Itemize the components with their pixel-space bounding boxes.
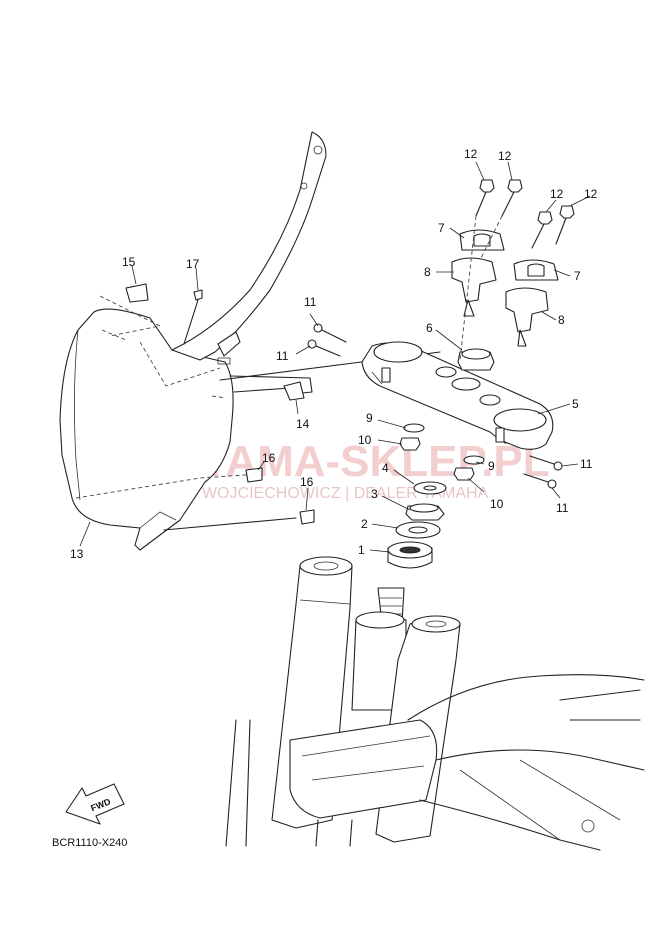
callout-17: 17 <box>186 257 200 271</box>
fork-assembly <box>225 556 645 851</box>
figure-code: BCR1110-X240 <box>52 837 127 849</box>
callout-7b: 7 <box>574 269 581 283</box>
callout-16a: 16 <box>262 451 276 465</box>
callout-1: 1 <box>358 543 365 557</box>
callout-11d: 11 <box>556 501 569 515</box>
callouts: 1 2 3 4 5 6 7 7 8 8 9 9 10 10 11 11 11 1… <box>70 147 598 561</box>
callout-12c: 12 <box>550 187 564 201</box>
steering-stack <box>387 481 447 569</box>
callout-15: 15 <box>122 255 136 269</box>
fwd-arrow-icon: FWD <box>65 783 125 825</box>
callout-2: 2 <box>361 517 368 531</box>
callout-13: 13 <box>70 547 84 561</box>
upper-bracket <box>361 341 554 450</box>
callout-12a: 12 <box>464 147 478 161</box>
callout-11b: 11 <box>276 349 289 363</box>
handlebar-holder-left <box>451 229 505 317</box>
handlebar-holder-right <box>505 259 559 347</box>
callout-8b: 8 <box>558 313 565 327</box>
callout-14: 14 <box>296 417 310 431</box>
bolts-12 <box>459 179 575 361</box>
callout-16b: 16 <box>300 475 314 489</box>
callout-8a: 8 <box>424 265 431 279</box>
callout-9b: 9 <box>488 459 495 473</box>
callout-5: 5 <box>572 397 579 411</box>
callout-9a: 9 <box>366 411 373 425</box>
number-plate <box>59 131 327 551</box>
callout-12b: 12 <box>498 149 512 163</box>
leader-lines <box>79 161 591 553</box>
nut-6 <box>457 348 495 371</box>
callout-6: 6 <box>426 321 433 335</box>
callout-11c: 11 <box>580 457 593 471</box>
callout-3: 3 <box>371 487 378 501</box>
callout-10b: 10 <box>490 497 504 511</box>
callout-12d: 12 <box>584 187 598 201</box>
callout-11a: 11 <box>304 295 317 309</box>
callout-7a: 7 <box>438 221 445 235</box>
callout-10a: 10 <box>358 433 372 447</box>
callout-4: 4 <box>382 461 389 475</box>
washers-and-nuts <box>399 423 485 481</box>
clip-parts <box>125 283 315 525</box>
dashed-guide-lines <box>75 295 261 499</box>
